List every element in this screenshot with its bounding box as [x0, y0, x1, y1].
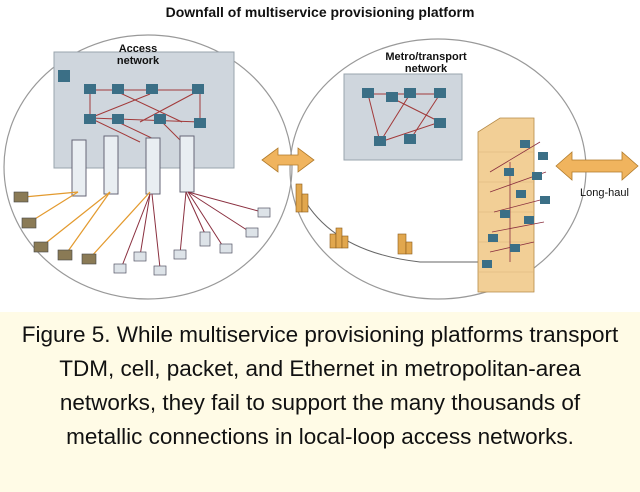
figure-title: Downfall of multiservice provisioning pl… — [165, 4, 475, 20]
end-device-icon — [153, 265, 167, 276]
end-device-icon — [245, 227, 259, 238]
metro-node-icon — [434, 88, 446, 98]
end-device-icon — [113, 263, 127, 274]
user-terminal-icon — [33, 241, 49, 253]
caption-box: Figure 5. While multiservice provisionin… — [0, 312, 640, 492]
user-terminal-icon — [21, 217, 37, 229]
access-node-icon — [146, 84, 158, 94]
metro-large-building — [477, 117, 550, 293]
access-rack — [103, 135, 119, 195]
figure-caption: Figure 5. While multiservice provisionin… — [21, 322, 619, 449]
access-rack — [145, 137, 161, 195]
metro-node-icon — [404, 88, 416, 98]
user-terminal-icon — [57, 249, 73, 261]
user-terminal-icon — [81, 253, 97, 265]
access-rack — [71, 139, 87, 197]
building-icon — [405, 241, 413, 255]
access-network-label-line2: network — [117, 55, 160, 67]
access-network-ellipse — [3, 34, 293, 300]
end-device-icon — [133, 251, 147, 262]
building-icon — [397, 233, 407, 255]
building-icon — [329, 233, 337, 249]
access-node-icon — [194, 118, 206, 128]
access-user-terminals — [13, 191, 97, 265]
access-metro-double-arrow — [261, 147, 315, 173]
access-node-icon — [192, 84, 204, 94]
building-icon — [295, 183, 303, 213]
building-icon — [335, 227, 343, 249]
building-node-icon — [538, 152, 548, 160]
access-network-label-line1: Access — [119, 43, 158, 55]
building-node-icon — [516, 190, 526, 198]
building-node-icon — [488, 234, 498, 242]
end-device-icon — [173, 249, 187, 260]
access-drop-links — [121, 191, 263, 269]
building-node-icon — [540, 196, 550, 204]
metro-node-icon — [404, 134, 416, 144]
building-node-icon — [520, 140, 530, 148]
access-orange-links — [23, 191, 151, 259]
end-device-icon — [257, 207, 271, 218]
building-node-icon — [532, 172, 542, 180]
metro-node-icon — [386, 92, 398, 102]
access-node-icon — [84, 114, 96, 124]
metro-node-icon — [374, 136, 386, 146]
metro-node-icon — [362, 88, 374, 98]
metro-network-label-line1: Metro/transport — [385, 51, 467, 63]
building-node-icon — [510, 244, 520, 252]
access-racks — [71, 135, 195, 197]
long-haul-label: Long-haul — [580, 187, 629, 199]
metro-small-buildings — [295, 183, 413, 255]
metro-node-icon — [434, 118, 446, 128]
access-end-devices — [113, 207, 271, 276]
metro-ring-link — [299, 191, 500, 263]
metro-network-label-line2: network — [405, 63, 448, 75]
access-node-icon — [154, 114, 166, 124]
building-icon — [341, 235, 349, 249]
access-red-links — [89, 89, 201, 151]
building-node-icon — [504, 168, 514, 176]
long-haul-double-arrow — [555, 151, 639, 181]
access-node-icons — [84, 84, 206, 128]
building-node-icon — [482, 260, 492, 268]
metro-network-panel — [343, 73, 463, 161]
building-node-icon — [500, 210, 510, 218]
access-rack — [179, 135, 195, 193]
end-device-icon — [219, 243, 233, 254]
end-device-icon — [199, 231, 211, 247]
network-diagram: Access network — [0, 22, 640, 312]
metro-node-icons — [362, 88, 446, 146]
access-node-icon — [112, 84, 124, 94]
user-terminal-icon — [13, 191, 29, 203]
building-icon — [301, 193, 309, 213]
access-node-icon — [84, 84, 96, 94]
building-node-icon — [524, 216, 534, 224]
access-corner-node-icon — [58, 70, 70, 82]
access-node-icon — [112, 114, 124, 124]
